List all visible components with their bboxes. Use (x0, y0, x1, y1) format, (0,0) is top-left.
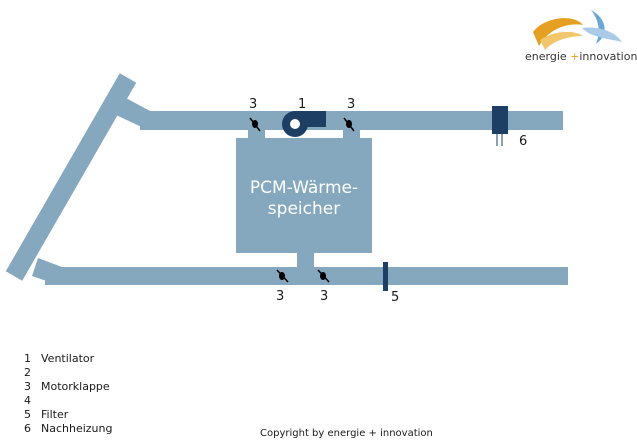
pcm-storage (236, 138, 372, 253)
fan-icon (282, 111, 326, 137)
logo-text-part1: energie (525, 50, 567, 63)
logo-text-plus: + (570, 50, 580, 63)
marker-fan: 1 (298, 97, 306, 112)
legend-item: 3 Motorklappe (24, 380, 112, 394)
storage-connector-bottom (297, 252, 314, 268)
damper-top-right-icon (343, 117, 355, 132)
marker-heater: 6 (519, 134, 527, 149)
damper-bottom-right-icon (317, 269, 330, 283)
marker-damper-bottom-left: 3 (276, 289, 284, 304)
legend-label: Filter (41, 408, 69, 421)
bottom-elbow (32, 258, 62, 285)
diagonal-duct (5, 73, 137, 281)
marker-damper-top-left: 3 (249, 97, 257, 112)
copyright-notice: Copyright by energie + innovation (260, 428, 433, 439)
marker-filter: 5 (391, 290, 399, 305)
heater-icon (492, 106, 508, 146)
top-duct (140, 111, 563, 130)
storage-label-line2: speicher (268, 199, 340, 219)
legend-number: 2 (24, 366, 31, 379)
marker-damper-top-right: 3 (347, 97, 355, 112)
damper-top-left-icon (249, 117, 261, 132)
storage-connector-left (248, 128, 265, 140)
legend-label: Ventilator (41, 352, 95, 365)
marker-damper-bottom-right: 3 (320, 289, 328, 304)
storage-connector-right (343, 128, 360, 140)
legend-number: 1 (24, 352, 31, 365)
legend-item: 4 (24, 394, 112, 408)
legend: 1 Ventilator 2 3 Motorklappe 4 5 Filter 6 Na… (24, 352, 112, 436)
legend-item: 1 Ventilator (24, 352, 112, 366)
legend-label: Nachheizung (41, 422, 113, 435)
legend-label: Motorklappe (41, 380, 110, 393)
legend-number: 5 (24, 408, 31, 421)
legend-item: 6 Nachheizung (24, 422, 112, 436)
bottom-duct (45, 267, 568, 285)
storage-label-line1: PCM-Wärme- (250, 178, 358, 198)
legend-number: 4 (24, 394, 31, 407)
logo-wordmark: energie +innovation (525, 50, 637, 63)
filter-icon (383, 262, 388, 291)
logo-icon (533, 10, 622, 50)
ducts (5, 73, 568, 285)
legend-number: 3 (24, 380, 31, 393)
legend-item: 2 (24, 366, 112, 380)
legend-item: 5 Filter (24, 408, 112, 422)
legend-number: 6 (24, 422, 31, 435)
damper-bottom-left-icon (276, 269, 289, 283)
logo-text-part2: innovation (579, 50, 637, 63)
top-elbow (116, 96, 152, 130)
